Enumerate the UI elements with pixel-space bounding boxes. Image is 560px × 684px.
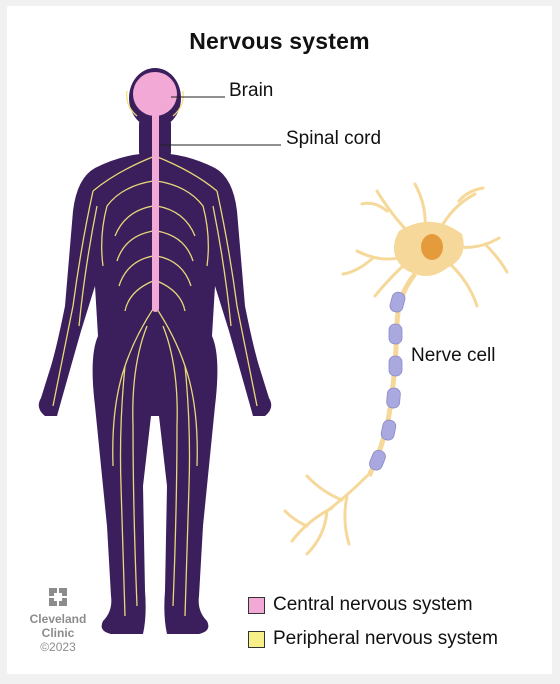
central-nervous-system bbox=[133, 72, 177, 312]
leader-lines bbox=[159, 96, 281, 146]
brain-shape bbox=[133, 72, 177, 116]
cleveland-clinic-logo: Cleveland Clinic ©2023 bbox=[23, 586, 93, 655]
cleveland-clinic-logo-mark bbox=[49, 588, 67, 606]
nerve-cell-illustration bbox=[283, 182, 509, 556]
legend-item-central: Central nervous system bbox=[248, 594, 473, 616]
logo-name-line2: Clinic bbox=[41, 626, 75, 640]
nucleus-shape bbox=[421, 234, 443, 260]
diagram-card: Nervous system bbox=[7, 6, 552, 674]
legend-label-central: Central nervous system bbox=[273, 594, 473, 615]
nervous-system-illustration bbox=[38, 68, 509, 634]
nerve-cell-label: Nerve cell bbox=[411, 345, 496, 366]
logo-copyright: ©2023 bbox=[40, 640, 76, 654]
legend-label-peripheral: Peripheral nervous system bbox=[273, 628, 498, 649]
brain-label: Brain bbox=[229, 80, 274, 101]
legend-swatch-peripheral bbox=[248, 630, 265, 648]
spinal-cord-shape bbox=[152, 112, 159, 312]
peripheral-nerves bbox=[52, 90, 258, 617]
diagram-title: Nervous system bbox=[189, 28, 370, 54]
legend-swatch-central bbox=[248, 596, 265, 614]
legend-item-peripheral: Peripheral nervous system bbox=[248, 628, 498, 650]
logo-name-line1: Cleveland bbox=[29, 612, 87, 626]
spinal-cord-label: Spinal cord bbox=[286, 128, 382, 149]
